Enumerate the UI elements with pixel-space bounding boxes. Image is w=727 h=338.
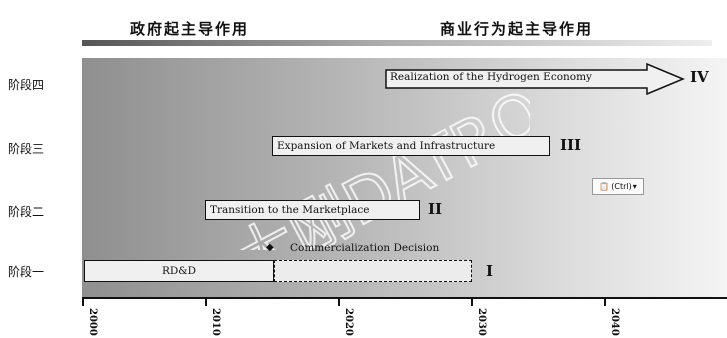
phase2-roman: II [428, 200, 443, 218]
tick-2020 [338, 298, 340, 306]
phase4-arrow [385, 62, 685, 96]
business-bar [372, 40, 712, 46]
chevron-down-icon: ▾ [632, 182, 637, 191]
year-2030: 2030 [476, 308, 487, 336]
year-2040: 2040 [609, 308, 620, 336]
phase3-label: Expansion of Markets and Infrastructure [277, 140, 496, 152]
paste-options-label: (Ctrl) [611, 182, 632, 191]
tick-2000 [82, 298, 84, 306]
tick-2040 [604, 298, 606, 306]
government-bar [82, 40, 372, 46]
watermark-text: 大刚DATRO [221, 75, 530, 250]
phase3-box: Expansion of Markets and Infrastructure [272, 136, 550, 156]
government-led-label: 政府起主导作用 [130, 20, 250, 38]
phase2-label: Transition to the Marketplace [210, 204, 370, 216]
stage4-label: 阶段四 [8, 78, 45, 92]
paste-options-button[interactable]: 📋 (Ctrl) ▾ [592, 178, 644, 195]
phase1-label: RD&D [161, 265, 197, 277]
watermark: 大刚DATRO [220, 74, 530, 250]
phase1-box: RD&D [84, 260, 274, 282]
phase4-label: Realization of the Hydrogen Economy [390, 71, 592, 83]
phase1-dashed-box [274, 260, 472, 282]
phase3-roman: III [560, 136, 582, 154]
tick-2010 [205, 298, 207, 306]
year-2010: 2010 [210, 308, 221, 336]
stage1-label: 阶段一 [8, 265, 45, 279]
phase1-roman: I [486, 262, 494, 280]
stage2-label: 阶段二 [8, 205, 45, 219]
tick-2030 [471, 298, 473, 306]
time-axis [82, 297, 727, 299]
decision-label: Commercialization Decision [290, 242, 440, 254]
business-led-label: 商业行为起主导作用 [440, 20, 594, 38]
phase2-box: Transition to the Marketplace [205, 200, 420, 220]
stage3-label: 阶段三 [8, 142, 45, 156]
year-2000: 2000 [87, 308, 98, 336]
year-2020: 2020 [343, 308, 354, 336]
decision-marker-icon: ◆ [266, 242, 274, 253]
phase4-roman: IV [690, 68, 709, 86]
clipboard-icon: 📋 [599, 182, 610, 191]
